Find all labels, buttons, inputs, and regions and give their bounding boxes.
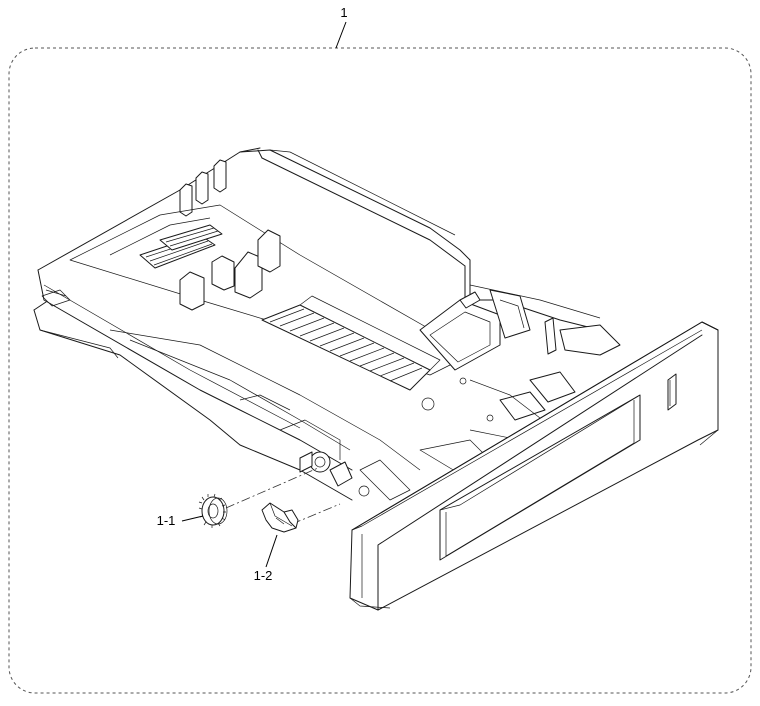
callout-label-1-1: 1-1 [157, 513, 176, 528]
callout-leader-1-1 [181, 515, 204, 522]
callout-leader-1 [335, 21, 347, 49]
exploded-axis-lever [291, 503, 341, 525]
lever-part [261, 502, 299, 533]
callout-leader-1-2 [265, 534, 278, 568]
callout-label-1-2: 1-2 [254, 568, 273, 583]
gear-part [198, 493, 228, 528]
paper-tray [33, 147, 719, 611]
exploded-axis-gear [225, 467, 319, 509]
callout-label-1: 1 [340, 5, 347, 20]
assembly-boundary [8, 47, 752, 694]
